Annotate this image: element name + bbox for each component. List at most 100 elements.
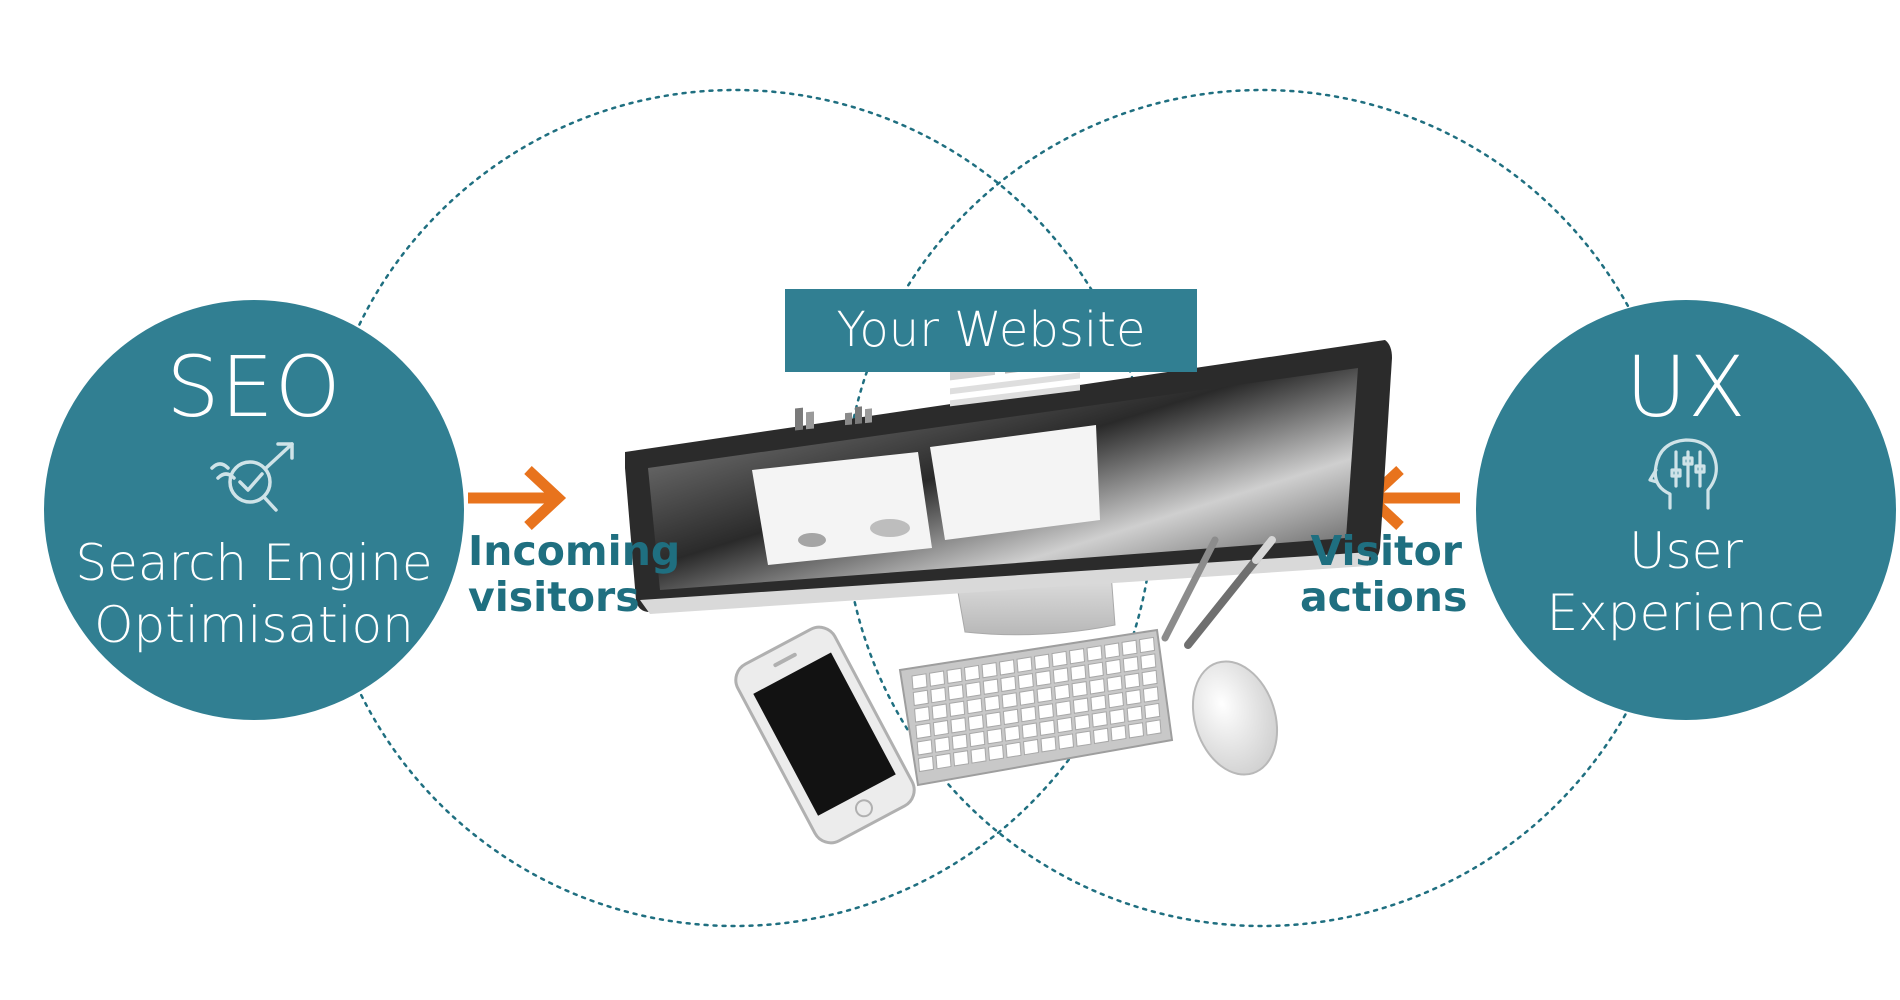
keyboard-key: [967, 714, 984, 731]
keyboard-key: [1124, 672, 1141, 689]
keyboard-key: [911, 673, 928, 690]
keyboard-key: [986, 728, 1003, 745]
keyboard-key: [1144, 702, 1161, 720]
keyboard-key: [1087, 661, 1104, 679]
keyboard-key: [1127, 722, 1145, 739]
incoming-line2: visitors: [468, 573, 640, 621]
keyboard-key: [1057, 733, 1075, 750]
keyboard-key: [1110, 724, 1127, 742]
keyboard-key: [1140, 653, 1157, 670]
keyboard-key: [1092, 727, 1110, 745]
keyboard-key: [1075, 730, 1092, 747]
keyboard-key: [966, 697, 983, 715]
mouse-illustration: [1191, 660, 1279, 776]
keyboard-key: [949, 700, 966, 717]
keyboard-key: [987, 744, 1005, 761]
keyboard-key: [1103, 642, 1121, 659]
keyboard-key: [1040, 736, 1057, 753]
arrow-right-icon: [468, 465, 567, 531]
keyboard-key: [1033, 653, 1051, 670]
keyboard-key: [984, 695, 1001, 712]
keyboard-key: [935, 752, 952, 770]
keyboard-key: [1091, 711, 1108, 728]
keyboard-key: [928, 670, 946, 687]
keyboard-key: [1017, 672, 1034, 690]
keyboard-key: [1074, 714, 1091, 731]
keyboard-key: [1122, 656, 1139, 673]
search-check-growth-icon: [204, 438, 304, 522]
keyboard-key: [1004, 725, 1021, 742]
keyboard-key: [1035, 670, 1052, 687]
keyboard-key: [1039, 719, 1056, 736]
keyboard-key: [1072, 697, 1089, 714]
keyboard-key: [1020, 705, 1037, 723]
keyboard-key: [917, 755, 935, 773]
keyboard-key: [916, 739, 933, 756]
keyboard-key: [1001, 692, 1018, 709]
keyboard-key: [931, 703, 948, 720]
keyboard-key: [1071, 681, 1088, 698]
keyboard-key: [1107, 691, 1124, 709]
keyboard-key: [1000, 675, 1017, 693]
keyboard-key: [947, 684, 964, 701]
keyboard-key: [930, 686, 947, 704]
keyboard-key: [1002, 708, 1019, 726]
keyboard-key: [1105, 658, 1122, 676]
actions-line1: Visitor: [1310, 527, 1462, 575]
keyboard-key: [950, 717, 967, 734]
keyboard-key: [1089, 678, 1106, 695]
ux-subtitle-line2: Experience: [1546, 584, 1826, 642]
keyboard-key: [1068, 648, 1086, 665]
keyboard-key: [1141, 669, 1158, 687]
keyboard-key: [1090, 694, 1107, 712]
keyboard-key: [1052, 667, 1069, 684]
visitor-actions-label: Visitor actions: [1300, 527, 1468, 621]
keyboard-key: [982, 678, 999, 695]
seo-circle: SEO Search Engine Optimisation: [44, 300, 464, 720]
keyboard-key: [1055, 700, 1072, 717]
keyboard-key: [985, 711, 1002, 728]
keyboard-key: [934, 736, 951, 753]
keyboard-key: [969, 730, 986, 748]
keyboard-key: [932, 719, 949, 737]
head-sliders-icon: [1646, 434, 1726, 518]
keyboard-key: [1145, 719, 1162, 736]
pens-illustration: [1161, 536, 1276, 649]
keyboard-key: [1086, 645, 1103, 662]
keyboard-key: [1037, 703, 1054, 720]
seo-subtitle-line1: Search Engine: [75, 534, 433, 592]
keyboard-key: [1109, 708, 1126, 725]
website-label: Your Website: [836, 302, 1146, 358]
monitor-illustration: [625, 322, 1392, 636]
website-label-box: Your Website: [785, 289, 1197, 372]
keyboard-key: [981, 662, 998, 679]
keyboard-key: [1051, 650, 1068, 668]
keyboard-key: [1056, 716, 1073, 734]
smartphone-illustration: [734, 625, 916, 845]
incoming-visitors-label: Incoming visitors: [468, 528, 680, 620]
keyboard-key: [915, 722, 932, 740]
ux-title: UX: [1625, 338, 1747, 436]
keyboard-key: [1142, 686, 1159, 703]
keyboard-key: [946, 667, 963, 684]
keyboard-key: [914, 706, 931, 723]
keyboard-key: [1121, 639, 1138, 656]
keyboard-key: [1106, 675, 1123, 692]
keyboard-key: [952, 750, 970, 767]
keyboard-key: [998, 659, 1016, 676]
keyboard-key: [1070, 664, 1087, 681]
keyboard-key: [1125, 689, 1142, 706]
keyboard-key: [970, 747, 987, 764]
keyboard-key: [1022, 738, 1040, 756]
ux-circle: UX User Experience: [1476, 300, 1896, 720]
keyboard-key: [1054, 683, 1071, 701]
keyboard-key: [912, 689, 929, 707]
seo-subtitle-line2: Optimisation: [94, 596, 414, 654]
actions-line2: actions: [1300, 573, 1468, 621]
keyboard-illustration: [898, 628, 1174, 787]
keyboard-key: [1036, 686, 1053, 703]
ux-subtitle-line1: User: [1629, 522, 1743, 580]
keyboard-key: [1138, 636, 1156, 654]
